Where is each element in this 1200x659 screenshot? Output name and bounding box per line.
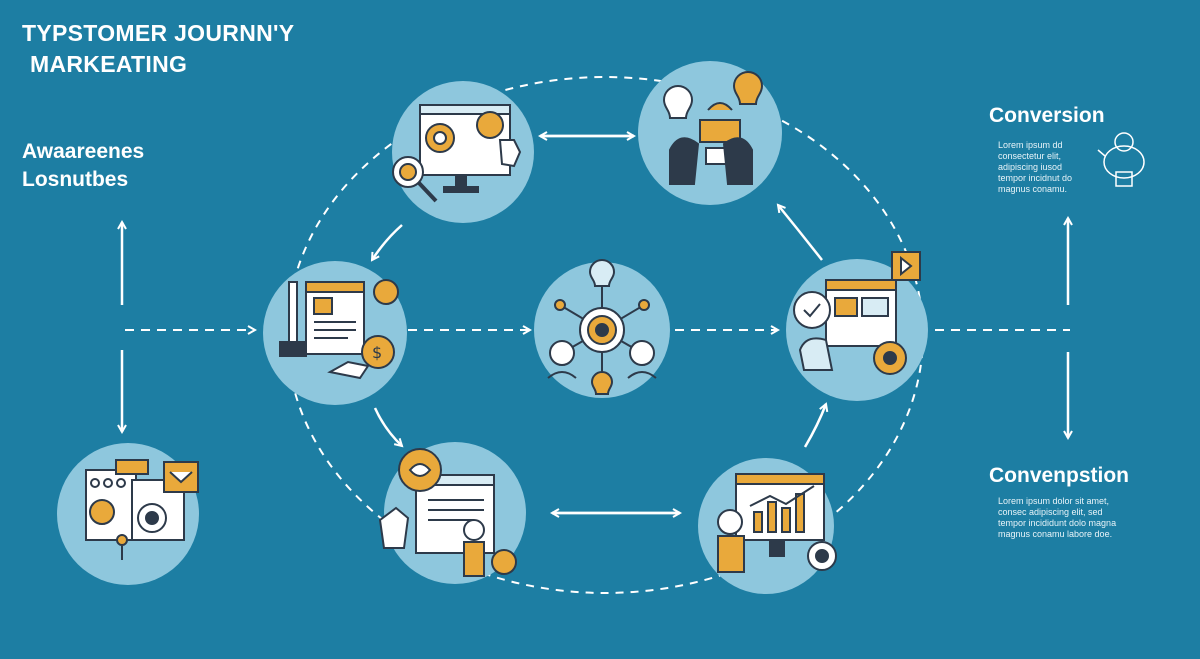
svg-text:$: $ (372, 343, 382, 362)
awareness-label-line1: Awaareenes (22, 140, 145, 163)
page-title-line2: MARKEATING (30, 51, 188, 77)
content-cards-icon (85, 459, 199, 560)
conversion-line: Lorem ipsum dd (998, 140, 1063, 150)
conversion-line: magnus conamu. (998, 184, 1068, 194)
consumption-line: tempor incididunt dolo magna (998, 518, 1117, 528)
conversion-title: Conversion (989, 104, 1105, 127)
browser-gear-icon (793, 251, 921, 375)
monitor-target-icon (392, 104, 522, 203)
idea-team-icon (662, 71, 764, 185)
consumption-line: consec adipiscing elit, sed (998, 507, 1103, 517)
piggy-bank-icon (1097, 132, 1145, 187)
conversion-description: Lorem ipsum dd consectetur elit, adipisc… (998, 140, 1072, 195)
consumption-line: Lorem ipsum dolor sit amet, (998, 496, 1110, 506)
awareness-label-line2: Losnutbes (22, 168, 129, 191)
document-lightbulb-icon: $ (279, 279, 399, 380)
conversion-line: adipiscing iusod (998, 162, 1063, 172)
consumption-line: magnus conamu labore doe. (998, 529, 1113, 539)
hub-network-icon (547, 259, 657, 395)
consumption-title: Convenpstion (989, 464, 1129, 487)
flow-arrows (122, 136, 1068, 513)
analytics-person-icon (717, 473, 837, 573)
document-hand-icon (378, 448, 517, 577)
conversion-line: consectetur elit, (998, 151, 1062, 161)
page-title-line1: TYPSTOMER JOURNN'Y (22, 20, 295, 46)
consumption-description: Lorem ipsum dolor sit amet, consec adipi… (998, 496, 1116, 540)
conversion-line: tempor incidnut do (998, 173, 1073, 183)
